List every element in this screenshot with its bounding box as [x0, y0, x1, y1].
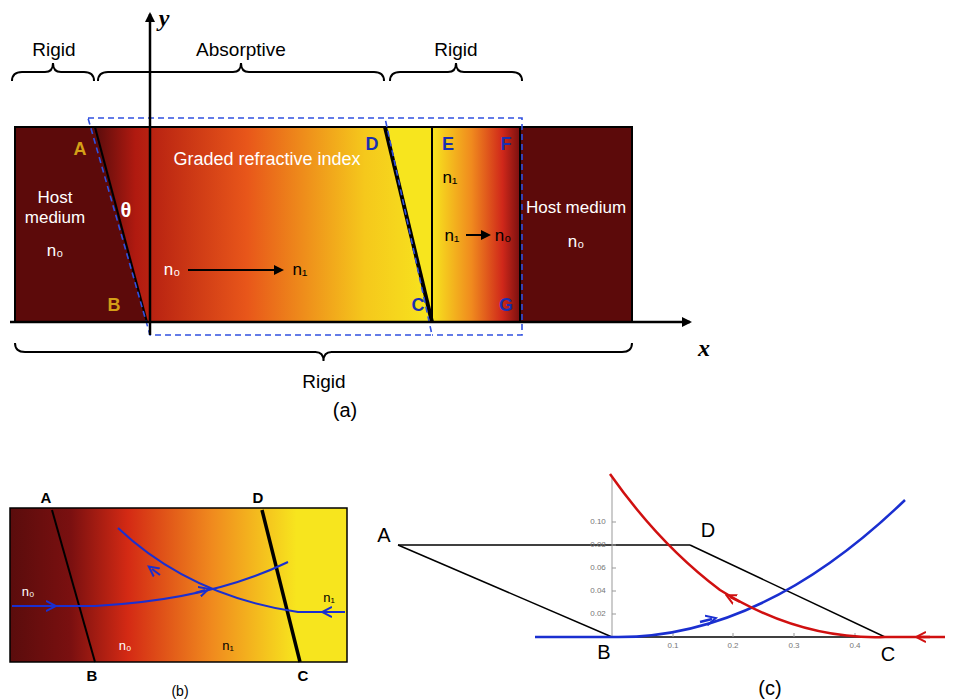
refractive-index: n₀ [119, 639, 132, 653]
bracket [15, 343, 632, 361]
point-label: A [41, 490, 52, 507]
refractive-index: n₁ [222, 639, 234, 653]
bracket [390, 63, 522, 81]
tick-label: 0.02 [590, 610, 606, 619]
panel-label: (a) [333, 399, 357, 421]
tick-label: 0.1 [667, 642, 678, 651]
tick-label: 0.10 [590, 518, 606, 527]
bracket [12, 63, 94, 81]
point-label: A [74, 140, 87, 160]
region-bracket-label: Absorptive [196, 40, 286, 61]
point-label: B [597, 641, 610, 663]
point-label: B [87, 668, 98, 685]
tick-label: 0.04 [590, 587, 606, 596]
refractive-index: n₁ [442, 169, 457, 188]
tick-label: 0.3 [788, 642, 799, 651]
refractive-index: n₀ [495, 227, 512, 246]
point-label: C [412, 296, 425, 316]
region-name: Graded refractive index [173, 150, 360, 170]
point-label: B [108, 296, 121, 316]
refractive-index: n₀ [47, 241, 64, 261]
tick-label: 0.4 [849, 642, 860, 651]
point-label: E [442, 135, 454, 155]
host-medium-region: Host medium n₀ [520, 127, 632, 322]
point-label: D [366, 135, 379, 155]
refractive-index: n₁ [444, 227, 459, 246]
region-bracket-label: Rigid [302, 372, 345, 393]
bracket [98, 63, 384, 81]
refractive-index: n₀ [568, 232, 585, 252]
point-label: A [377, 524, 390, 546]
region-name: Host medium [19, 188, 91, 227]
point-label: D [701, 519, 715, 541]
panel-label: (c) [758, 677, 781, 699]
tick-label: 0.08 [590, 541, 606, 550]
point-label: D [253, 490, 264, 507]
axis-label: y [159, 5, 170, 31]
angle-label: θ [121, 199, 132, 221]
refractive-index: n₁ [323, 591, 335, 605]
tick-label: 0.06 [590, 564, 606, 573]
point-label: C [881, 643, 895, 665]
tick-label: 0.2 [727, 642, 738, 651]
refractive-index: n₀ [22, 585, 35, 599]
refractive-index: n₀ [164, 261, 181, 280]
axis-label: x [698, 335, 710, 361]
refractive-index: n₁ [292, 261, 307, 280]
point-label: C [298, 668, 309, 685]
point-label: F [501, 135, 512, 155]
point-label: G [499, 296, 513, 316]
region-name: Host medium [526, 198, 626, 218]
region-bracket-label: Rigid [434, 40, 477, 61]
panel-label: (b) [171, 684, 188, 699]
region-bracket-label: Rigid [32, 40, 75, 61]
